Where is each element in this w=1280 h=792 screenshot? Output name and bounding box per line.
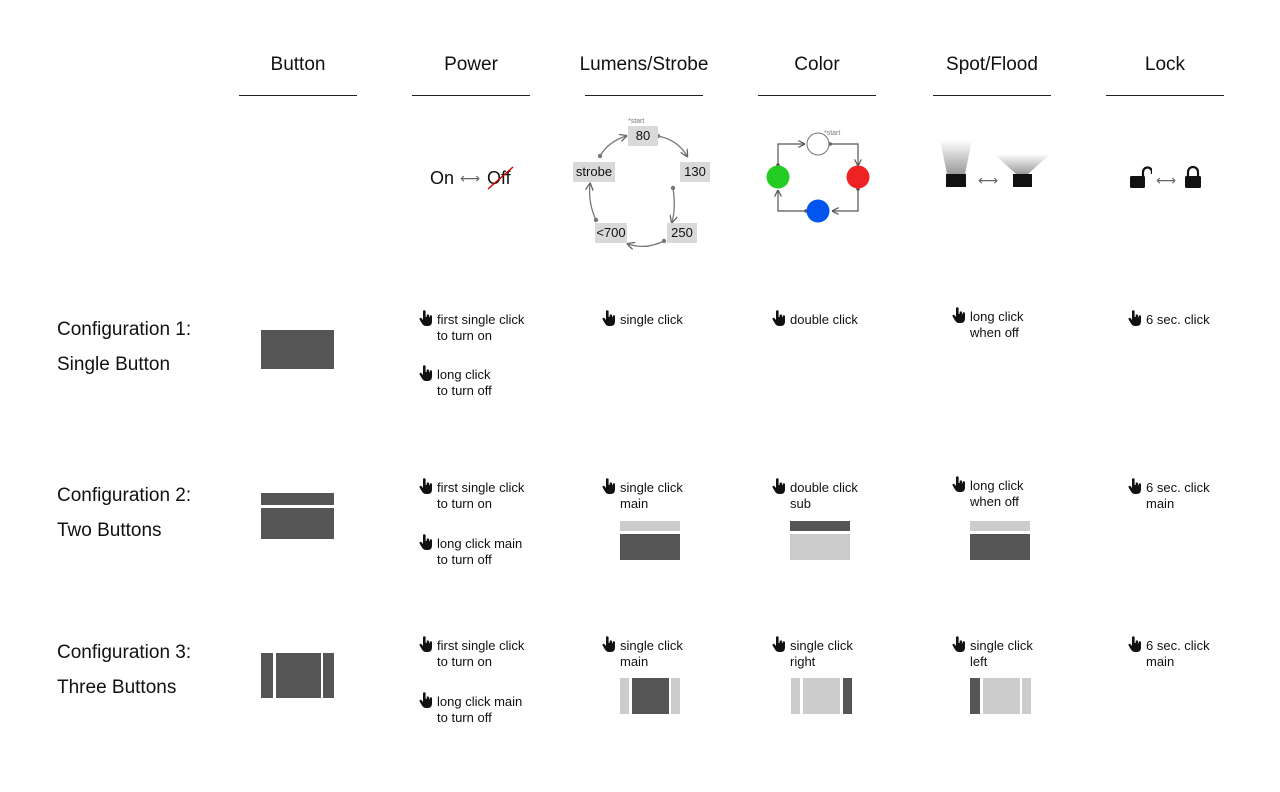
main-button-mini	[983, 678, 1020, 714]
power-off-strike	[487, 166, 514, 190]
lumens-step: strobe	[573, 162, 615, 182]
lock-icon	[1185, 165, 1201, 188]
long-press-icon	[951, 475, 967, 493]
header-divider	[933, 95, 1051, 96]
main-button-mini	[970, 534, 1030, 560]
header-lock: Lock	[1144, 54, 1186, 75]
header-divider	[239, 95, 357, 96]
tap-icon	[771, 635, 787, 653]
color-start-note: *start	[824, 130, 841, 137]
color-cycle	[766, 132, 870, 223]
sub-button-mini	[790, 521, 850, 531]
config-1-title: Configuration 1:	[57, 319, 192, 340]
sub-button-mini	[620, 521, 680, 531]
spot-flood-icon	[940, 140, 1050, 187]
unlock-icon	[1130, 166, 1152, 188]
header-divider	[412, 95, 530, 96]
left-button-mini	[791, 678, 800, 714]
main-button-mini	[803, 678, 840, 714]
lock-arrow: ⟷	[1156, 172, 1177, 188]
color-instruction: double click	[790, 312, 858, 327]
config-2-subtitle: Two Buttons	[57, 520, 162, 541]
lumens-step: 130	[680, 162, 710, 182]
main-button-mini	[790, 534, 850, 560]
header-button: Button	[270, 54, 326, 75]
long-press-icon	[418, 533, 434, 551]
long-press-icon	[1127, 309, 1143, 327]
main-button-mini	[620, 534, 680, 560]
lumens-step: 250	[667, 223, 697, 243]
long-press-icon	[951, 306, 967, 324]
right-button-mini	[671, 678, 680, 714]
lumens-start-note: *start	[628, 118, 645, 125]
right-button-diagram	[323, 653, 334, 698]
long-press-icon	[1127, 635, 1143, 653]
tap-icon	[418, 635, 434, 653]
power-off-label: Off	[487, 168, 511, 188]
spot-arrow: ⟷	[978, 172, 999, 188]
main-button-mini	[632, 678, 669, 714]
header-color: Color	[794, 54, 840, 75]
config-1-subtitle: Single Button	[57, 354, 171, 375]
lumens-step: 80	[628, 126, 658, 146]
long-press-icon	[1127, 477, 1143, 495]
lock-instruction: 6 sec. click	[1146, 312, 1210, 327]
main-button-diagram	[261, 508, 334, 539]
header-power: Power	[444, 54, 498, 75]
left-button-diagram	[261, 653, 273, 698]
header-lumens: Lumens/Strobe	[579, 54, 709, 75]
tap-icon	[951, 635, 967, 653]
power-arrow: ⟷	[460, 170, 481, 186]
lumens-instruction: single click	[620, 312, 683, 327]
header-divider	[758, 95, 876, 96]
long-press-icon	[418, 364, 434, 382]
tap-icon	[418, 477, 434, 495]
header-spot: Spot/Flood	[946, 54, 1038, 75]
sub-button-diagram	[261, 493, 334, 505]
double-tap-icon	[771, 309, 787, 327]
tap-icon	[418, 309, 434, 327]
config-3-title: Configuration 3:	[57, 642, 192, 663]
right-button-mini	[1022, 678, 1031, 714]
header-divider	[585, 95, 703, 96]
tap-icon	[601, 635, 617, 653]
header-divider	[1106, 95, 1224, 96]
config-3-subtitle: Three Buttons	[57, 677, 177, 698]
power-on-label: On	[430, 168, 455, 188]
lumens-cycle-arrows	[570, 118, 720, 253]
lumens-step: <700	[595, 223, 627, 243]
left-button-mini	[970, 678, 980, 714]
main-button-diagram	[276, 653, 321, 698]
double-tap-icon	[771, 477, 787, 495]
tap-icon	[601, 309, 617, 327]
tap-icon	[601, 477, 617, 495]
sub-button-mini	[970, 521, 1030, 531]
single-button-diagram	[261, 330, 334, 369]
config-2-title: Configuration 2:	[57, 485, 192, 506]
right-button-mini	[843, 678, 852, 714]
long-press-icon	[418, 691, 434, 709]
left-button-mini	[620, 678, 629, 714]
